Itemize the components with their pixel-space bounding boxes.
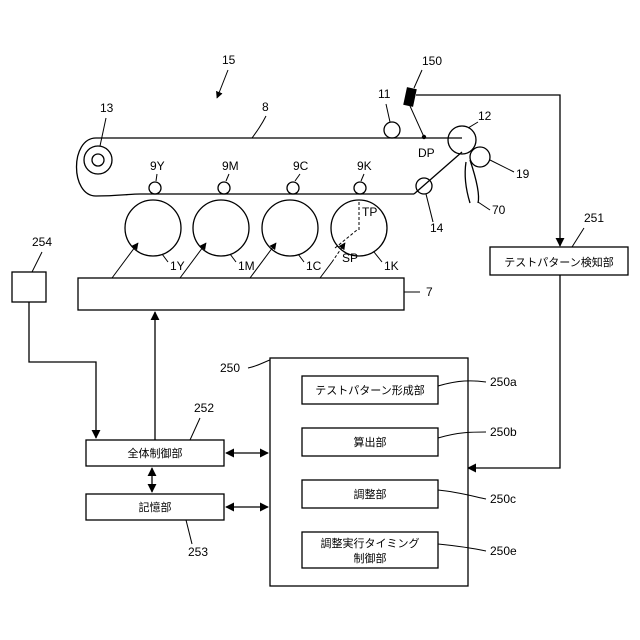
- roller-13-outer: [84, 146, 112, 174]
- ref-detector: 251: [584, 211, 604, 225]
- ref-belt: 8: [262, 100, 269, 114]
- timing-controller-label-1: 調整実行タイミング: [321, 536, 420, 550]
- label-tp: TP: [362, 205, 377, 219]
- ref-timing: 250e: [490, 544, 517, 558]
- ref-roller-top-leader: [386, 104, 390, 122]
- ref-belt-leader: [252, 116, 266, 138]
- ref-adjuster: 250c: [490, 492, 516, 506]
- ref-storage: 253: [188, 545, 208, 559]
- storage-label: 記憶部: [139, 500, 172, 514]
- exposure-arrow-1k-solid: [320, 262, 332, 278]
- transfer-roller-9m: [218, 182, 230, 194]
- ref-roller-14-leader: [426, 194, 433, 222]
- ref-9m: 9M: [222, 159, 239, 173]
- ref-main-ctrl-leader: [190, 418, 200, 440]
- detection-point-dot: [422, 135, 426, 139]
- ref-1c: 1C: [306, 259, 322, 273]
- main-controller-label: 全体制御部: [128, 446, 183, 460]
- drum-1m: [193, 200, 249, 256]
- ref-sheet-leader: [478, 202, 490, 210]
- ref-9k-leader: [361, 174, 364, 181]
- drum-1c: [262, 200, 318, 256]
- ref-main-ctrl: 252: [194, 401, 214, 415]
- ref-pattern-former: 250a: [490, 375, 517, 389]
- drum-1y: [125, 200, 181, 256]
- roller-19: [470, 147, 490, 167]
- ref-exposure: 7: [426, 285, 433, 299]
- test-pattern-former-label: テストパターン形成部: [315, 383, 424, 397]
- ref-ext-device-leader: [32, 252, 42, 272]
- roller-13-inner: [92, 154, 104, 166]
- ref-sheet: 70: [492, 203, 506, 217]
- label-dp: DP: [418, 146, 435, 160]
- adjuster-label: 調整部: [354, 487, 387, 501]
- ref-1m: 1M: [238, 259, 255, 273]
- transfer-roller-9k: [354, 182, 366, 194]
- sheet-path-1: [465, 162, 470, 203]
- ref-1m-leader: [230, 254, 236, 262]
- ref-1y-leader: [162, 254, 168, 262]
- ref-roller-19-leader: [490, 160, 514, 172]
- sensor-beam: [410, 106, 424, 137]
- roller-11: [384, 122, 400, 138]
- ref-9m-leader: [226, 174, 229, 181]
- ref-apparatus: 15: [222, 53, 236, 67]
- timing-controller-label-2: 制御部: [354, 551, 387, 565]
- exposure-arrow-1y: [112, 243, 138, 278]
- ref-roller-right-leader: [468, 122, 478, 128]
- exposure-unit: [78, 278, 404, 310]
- ref-9k: 9K: [357, 159, 372, 173]
- ref-roller-19: 19: [516, 167, 530, 181]
- ref-roller-14: 14: [430, 221, 444, 235]
- ref-sensor-leader: [414, 70, 422, 88]
- ref-calculator: 250b: [490, 425, 517, 439]
- ref-controller: 250: [220, 361, 240, 375]
- ref-9y: 9Y: [150, 159, 165, 173]
- external-device-box: [12, 272, 46, 302]
- sensor-150: [403, 87, 417, 107]
- ref-1k-leader: [374, 252, 382, 262]
- ref-1y: 1Y: [170, 259, 185, 273]
- ref-controller-leader: [248, 360, 270, 368]
- ref-1k: 1K: [384, 259, 399, 273]
- ref-roller-top: 11: [378, 87, 391, 101]
- ref-detector-leader: [572, 228, 584, 247]
- label-sp: SP: [342, 251, 358, 265]
- ref-9y-leader: [156, 174, 157, 181]
- ref-apparatus-arrow: [217, 70, 228, 98]
- belt-bottom: [96, 194, 414, 196]
- ref-9c: 9C: [293, 159, 309, 173]
- transfer-roller-9y: [149, 182, 161, 194]
- detector-to-controller-line: [468, 275, 560, 468]
- ref-roller-left-leader: [100, 118, 106, 146]
- external-to-main-line: [29, 302, 96, 438]
- ref-storage-leader: [186, 520, 192, 544]
- calculator-label: 算出部: [354, 435, 387, 449]
- test-pattern-detector-label: テストパターン検知部: [504, 255, 613, 269]
- sp-dashed-line: [335, 230, 357, 248]
- ref-sensor: 150: [422, 54, 442, 68]
- ref-9c-leader: [295, 174, 300, 181]
- ref-ext-device: 254: [32, 235, 52, 249]
- ref-roller-right: 12: [478, 109, 492, 123]
- transfer-roller-9c: [287, 182, 299, 194]
- roller-12: [448, 126, 476, 154]
- ref-1c-leader: [298, 254, 304, 262]
- ref-roller-left: 13: [100, 101, 114, 115]
